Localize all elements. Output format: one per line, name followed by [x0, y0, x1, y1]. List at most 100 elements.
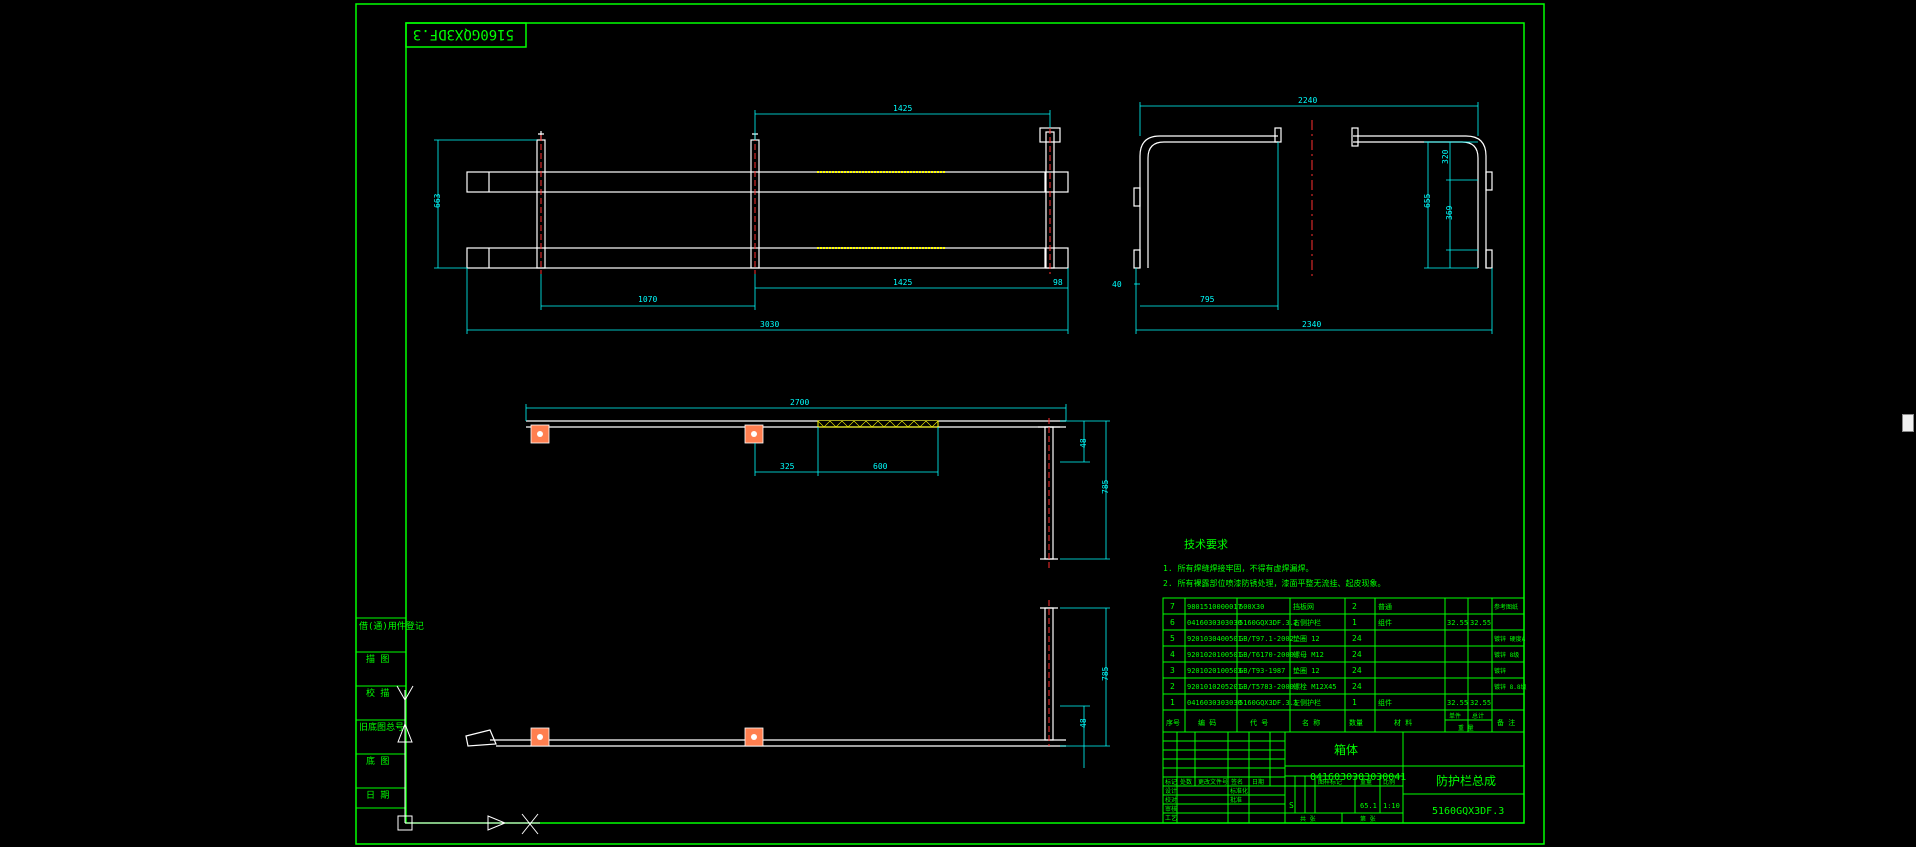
stage-header-3: 比例	[1383, 778, 1395, 786]
bom-row-3-spec: GB/T93-1987	[1239, 667, 1285, 675]
strip-cell-4: 旧底图总号	[359, 721, 404, 733]
dim-top-span-upper: 1425	[893, 104, 912, 113]
stage-header-1: 图样标记	[1318, 778, 1342, 786]
bom-row-3-note: 镀锌	[1494, 667, 1506, 675]
bom-header-w1: 单件	[1449, 712, 1461, 720]
tech-req-title: 技术要求	[1184, 538, 1228, 551]
bom-row-6-name: 右侧护栏	[1293, 618, 1321, 627]
assembly-code: 0416030303030041	[1310, 772, 1406, 783]
bom-header-qty: 数量	[1349, 718, 1363, 727]
sign-label-6: 批准	[1230, 796, 1242, 804]
bom-row-4-spec: GB/T6170-2000	[1239, 651, 1294, 659]
sheet-label-2: 第 张	[1360, 815, 1376, 823]
title-block: 箱体 0416030303030041 防护栏总成 5160GQX3DF.3 S…	[1162, 731, 1525, 824]
sign-label-1: 设计	[1165, 787, 1177, 795]
tech-requirements: 技术要求 1. 所有焊缝焊接牢固，不得有虚焊漏焊。 2. 所有裸露部位喷漆防锈处…	[1163, 538, 1385, 588]
bom-row-5-spec: GB/T97.1-2002	[1239, 635, 1294, 643]
bom-row-7-code: 9801510000017	[1187, 603, 1242, 611]
bom-header-weight: 重 量	[1458, 724, 1474, 732]
bom-row-2-name: 螺栓 M12X45	[1293, 682, 1337, 691]
bom-header-mat: 材 料	[1394, 718, 1412, 727]
bom-row-5-name: 垫圈 12	[1293, 634, 1320, 643]
bom-row-6-w2: 32.55	[1470, 619, 1491, 627]
bom-row-6-mat: 组件	[1378, 618, 1392, 627]
sign-label-2: 校对	[1165, 796, 1177, 804]
stage-header-2: 重量	[1360, 778, 1372, 786]
dim-height-left: 663	[433, 193, 442, 208]
strip-cell-6: 日 期	[366, 790, 389, 801]
bom-row-3-code: 9201020100503	[1187, 667, 1242, 675]
dim-left-seg: 1070	[638, 295, 657, 304]
dim-side-offset: 40	[1112, 280, 1122, 289]
bom-row-4-code: 9201020100501	[1187, 651, 1242, 659]
bom-row-2-code: 9201010205201	[1187, 683, 1242, 691]
bom-row-6-no: 6	[1170, 618, 1175, 627]
bom-header-w2: 总计	[1472, 712, 1484, 720]
bom-row-6-qty: 1	[1352, 618, 1357, 627]
bom-header-no: 序号	[1166, 718, 1180, 727]
dim-mid-seg1: 325	[780, 462, 795, 471]
bom-row-4-qty: 24	[1352, 650, 1362, 659]
bom-row-6-code: 0416030303030	[1187, 619, 1242, 627]
bom-row-4-name: 螺母 M12	[1293, 650, 1324, 659]
weight-value: 65.1	[1360, 802, 1377, 810]
sign-label-4: 工艺	[1165, 814, 1177, 822]
bom-row-1-mat: 组件	[1378, 698, 1392, 707]
bom-row-7-mat: 普通	[1378, 602, 1392, 611]
dim-low-v-small: 48	[1079, 718, 1088, 728]
dim-mid-v-small: 48	[1079, 438, 1088, 448]
dim-side-h3: 369	[1445, 205, 1454, 220]
bom-row-5-note: 镀锌 硬度A	[1494, 635, 1526, 643]
bom-row-1-w2: 32.55	[1470, 699, 1491, 707]
part-name: 箱体	[1334, 742, 1358, 757]
rev-label-2: 处数	[1180, 778, 1192, 786]
bom-row-1-w1: 32.55	[1447, 699, 1468, 707]
strip-cell-5: 底 图	[366, 755, 389, 767]
bom-row-2-qty: 24	[1352, 682, 1362, 691]
ucs-icon	[396, 685, 540, 835]
front-view: 1425 1425 1070 98 3030 663	[433, 104, 1069, 334]
dim-mid-seg2: 600	[873, 462, 888, 471]
bom-row-3-no: 3	[1170, 666, 1175, 675]
bom-row-1-qty: 1	[1352, 698, 1357, 707]
bom-row-2-no: 2	[1170, 682, 1175, 691]
dim-mid-total: 2700	[790, 398, 809, 407]
bom-row-7-name: 挡板网	[1293, 602, 1314, 611]
rev-label-3: 更改文件号	[1198, 778, 1228, 786]
sheet-label-1: 共 张	[1300, 815, 1316, 823]
dim-low-v-big: 785	[1101, 666, 1110, 681]
dim-side-total: 2340	[1302, 320, 1321, 329]
side-view: 2240 40 795 2340 320 655 369	[1112, 96, 1493, 334]
vertical-scrollbar[interactable]	[1900, 0, 1916, 847]
bom-row-1-spec: 5160GQX3DF.3.1	[1239, 699, 1298, 707]
bom-row-4-no: 4	[1170, 650, 1175, 659]
scale-value: 1:10	[1383, 802, 1400, 810]
bom-header-spec: 代 号	[1250, 718, 1268, 727]
bom-row-3-qty: 24	[1352, 666, 1362, 675]
sign-label-5: 标准化	[1230, 787, 1248, 795]
bom-row-6-spec: 5160GQX3DF.3.2	[1239, 619, 1298, 627]
plan-view-lower: 785 48	[465, 600, 1110, 768]
dim-mid-v-big: 785	[1101, 479, 1110, 494]
bom-row-2-spec: GB/T5783-2000	[1239, 683, 1294, 691]
sign-label-3: 审核	[1165, 805, 1177, 813]
bom-header-name: 名 称	[1302, 718, 1320, 727]
strip-cell-3: 校 描	[366, 687, 389, 699]
bom-header-note: 备 注	[1497, 718, 1515, 727]
scroll-thumb[interactable]	[1902, 414, 1914, 432]
drawing-code: 5160GQX3DF.3	[1432, 806, 1504, 817]
dim-side-mid: 795	[1200, 295, 1215, 304]
dim-side-h2: 655	[1423, 193, 1432, 208]
bom-row-2-note: 镀锌 8.8级	[1494, 683, 1526, 691]
bom-row-1-no: 1	[1170, 698, 1175, 707]
tech-req-1: 1. 所有焊缝焊接牢固，不得有虚焊漏焊。	[1163, 563, 1313, 573]
rev-label-1: 标记	[1165, 778, 1177, 786]
bom-row-6-w1: 32.55	[1447, 619, 1468, 627]
code-stamp: 5160GQX3DF.3	[413, 26, 514, 42]
bom-row-5-qty: 24	[1352, 634, 1362, 643]
dim-small-seg: 98	[1053, 278, 1063, 287]
rev-label-5: 日期	[1252, 778, 1264, 786]
bom-row-7-spec: 600X30	[1239, 603, 1264, 611]
